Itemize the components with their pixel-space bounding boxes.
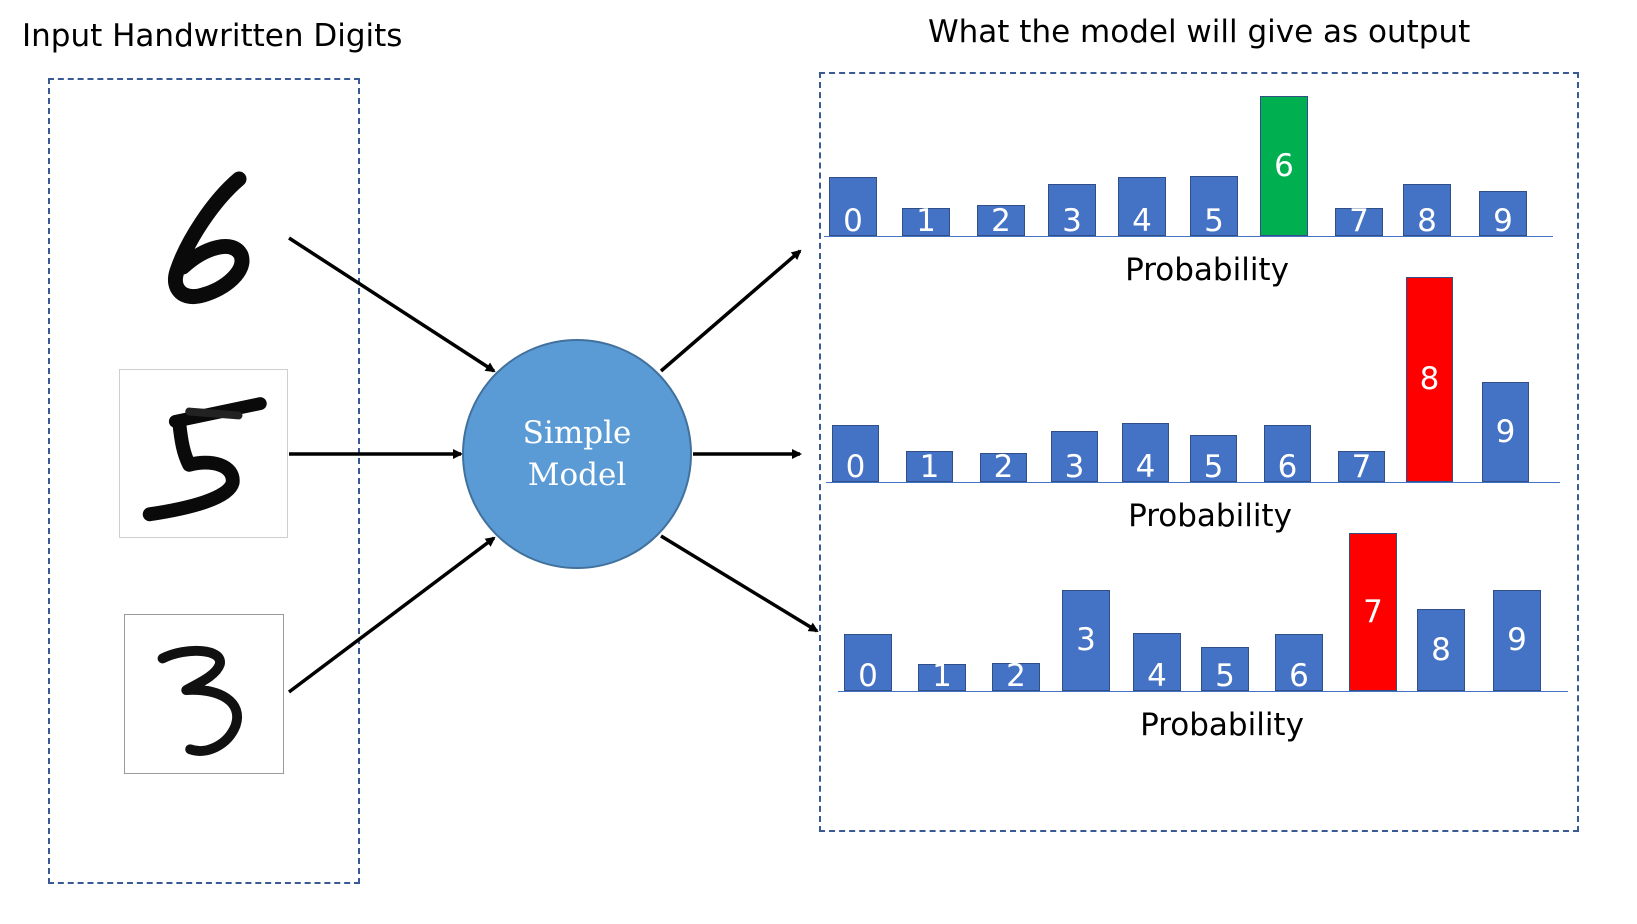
bar-label-digit-7: 7 (1349, 203, 1369, 239)
bar-label-digit-2: 2 (1006, 658, 1026, 694)
bar-digit-3 (1048, 184, 1096, 236)
bar-label-digit-1: 1 (919, 449, 940, 485)
bar-digit-2 (992, 663, 1040, 691)
arrow-model-to-chart3 (660, 534, 819, 633)
handwritten-digit-six-image (121, 153, 289, 321)
bar-label-digit-5: 5 (1215, 658, 1235, 694)
bar-digit-0 (829, 177, 877, 236)
bar-digit-6 (1264, 425, 1311, 482)
bar-label-digit-0: 0 (858, 658, 878, 694)
bar-digit-6 (1275, 634, 1323, 691)
bar-digit-4 (1133, 633, 1181, 691)
bar-digit-8 (1406, 277, 1453, 482)
bar-label-digit-3: 3 (1076, 622, 1096, 658)
bar-label-digit-3: 3 (1062, 203, 1082, 239)
arrow-model-to-chart1 (659, 249, 802, 373)
bar-digit-9 (1479, 191, 1527, 236)
bar-digit-9 (1493, 590, 1541, 691)
bar-digit-5 (1190, 176, 1238, 236)
chart-axis-label: Probability (1125, 252, 1289, 288)
bar-digit-7 (1349, 533, 1397, 691)
bar-label-digit-1: 1 (932, 658, 952, 694)
bar-digit-2 (977, 205, 1025, 236)
bar-digit-0 (832, 425, 879, 482)
arrow-digit6-to-model (288, 236, 496, 373)
chart-baseline (826, 482, 1560, 483)
chart-axis-label: Probability (1128, 498, 1292, 534)
chart-axis-label: Probability (1140, 707, 1304, 743)
bar-digit-9 (1482, 382, 1529, 482)
bar-label-digit-9: 9 (1495, 414, 1516, 450)
bar-label-digit-5: 5 (1203, 449, 1224, 485)
chart-baseline (838, 691, 1568, 692)
bar-label-digit-6: 6 (1274, 148, 1294, 184)
bar-digit-8 (1417, 609, 1465, 691)
model-label-line1: Simple (522, 415, 632, 451)
bar-label-digit-9: 9 (1507, 622, 1527, 658)
bar-digit-1 (902, 208, 950, 236)
bar-digit-5 (1201, 647, 1249, 691)
chart-baseline (824, 236, 1553, 237)
bar-label-digit-2: 2 (993, 449, 1014, 485)
bar-label-digit-8: 8 (1417, 203, 1437, 239)
handwritten-digit-five-image (119, 369, 288, 538)
input-digits-panel (48, 78, 360, 884)
bar-digit-4 (1122, 423, 1169, 482)
bar-label-digit-2: 2 (991, 203, 1011, 239)
bar-digit-2 (980, 453, 1027, 482)
bar-digit-3 (1062, 590, 1110, 691)
bar-label-digit-9: 9 (1493, 203, 1513, 239)
bar-digit-8 (1403, 184, 1451, 236)
handwritten-digit-three-image (124, 614, 284, 774)
bar-label-digit-5: 5 (1204, 203, 1224, 239)
bar-digit-6 (1260, 96, 1308, 236)
bar-label-digit-8: 8 (1419, 361, 1440, 397)
bar-label-digit-4: 4 (1135, 449, 1156, 485)
bar-label-digit-6: 6 (1289, 658, 1309, 694)
bar-label-digit-1: 1 (916, 203, 936, 239)
bar-label-digit-3: 3 (1064, 449, 1085, 485)
model-label-line2: Model (527, 457, 627, 493)
bar-label-digit-8: 8 (1431, 632, 1451, 668)
simple-model-node: Simple Model (462, 339, 692, 569)
output-probabilities-panel (819, 72, 1579, 832)
bar-digit-4 (1118, 177, 1166, 236)
bar-digit-0 (844, 634, 892, 691)
bar-digit-7 (1338, 451, 1385, 482)
bar-digit-1 (906, 451, 953, 482)
bar-digit-5 (1190, 435, 1237, 482)
bar-label-digit-7: 7 (1351, 449, 1372, 485)
bar-digit-7 (1335, 208, 1383, 236)
bar-label-digit-7: 7 (1363, 594, 1383, 630)
input-section-title: Input Handwritten Digits (22, 18, 403, 54)
bar-label-digit-4: 4 (1147, 658, 1167, 694)
bar-label-digit-0: 0 (845, 449, 866, 485)
bar-digit-3 (1051, 431, 1098, 482)
arrow-digit3-to-model (287, 536, 496, 694)
bar-label-digit-0: 0 (843, 203, 863, 239)
bar-digit-1 (918, 664, 966, 691)
bar-label-digit-6: 6 (1277, 449, 1298, 485)
output-section-title: What the model will give as output (928, 14, 1471, 50)
bar-label-digit-4: 4 (1132, 203, 1152, 239)
